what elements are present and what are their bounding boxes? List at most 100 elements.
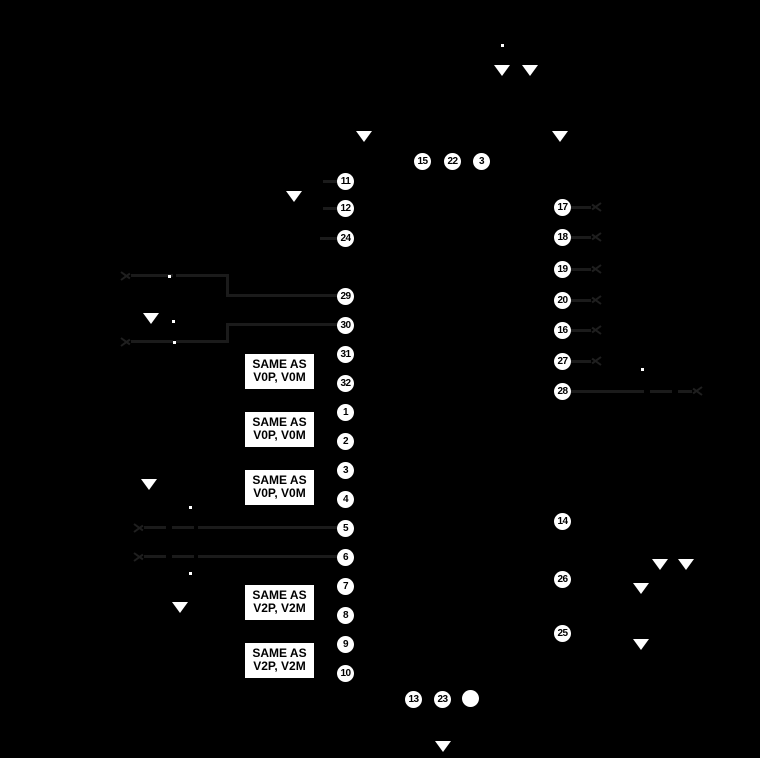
- wire-pin28-c: [678, 390, 692, 393]
- tri-bottom-icon: [435, 741, 451, 752]
- wire-pin28-b: [650, 390, 672, 393]
- connector-arrow-pin19: [585, 261, 602, 277]
- wire-pin-24: [320, 237, 337, 240]
- wire-pin6-c: [198, 555, 337, 558]
- reference-box-line2: V2P, V2M: [253, 659, 306, 673]
- pin-bubble-2[interactable]: 2: [337, 433, 354, 450]
- tri-left-lower-icon: [172, 602, 188, 613]
- connector-arrow-pin16: [585, 322, 602, 338]
- pin-bubble-18[interactable]: 18: [554, 229, 571, 246]
- reference-box-line1: SAME AS: [252, 588, 307, 602]
- pin-bubble-1[interactable]: 1: [337, 404, 354, 421]
- pin-bubble-30[interactable]: 30: [337, 317, 354, 334]
- wire-pin6-b: [172, 555, 194, 558]
- dot-28: [641, 368, 644, 371]
- wire-pin5-b: [172, 526, 194, 529]
- pin-bubble-3[interactable]: 3: [337, 462, 354, 479]
- wire-pin5-a: [144, 526, 166, 529]
- reference-box-line1: SAME AS: [252, 473, 307, 487]
- dot-30: [172, 320, 175, 323]
- wire-30-rise: [226, 323, 229, 343]
- reference-box-line2: V0P, V0M: [253, 486, 306, 500]
- wire-30-seg3: [226, 323, 337, 326]
- tri-right-b-icon: [678, 559, 694, 570]
- pin-bubble-25[interactable]: 25: [554, 625, 571, 642]
- reference-box-line2: V0P, V0M: [253, 428, 306, 442]
- pin-bubble-17[interactable]: 17: [554, 199, 571, 216]
- wire-30-seg2: [176, 340, 229, 343]
- pin-bubble-14[interactable]: 14: [554, 513, 571, 530]
- pin-bubble-29[interactable]: 29: [337, 288, 354, 305]
- pin-bubble-5[interactable]: 5: [337, 520, 354, 537]
- pin-bubble-10[interactable]: 10: [337, 665, 354, 682]
- wire-pin-12: [323, 207, 337, 210]
- pin-bubble-8[interactable]: 8: [337, 607, 354, 624]
- dot-29: [168, 275, 171, 278]
- pin-bubble-19[interactable]: 19: [554, 261, 571, 278]
- wire-pin-11: [323, 180, 337, 183]
- connector-arrow-pin17: [585, 199, 602, 215]
- pin-bubble-12[interactable]: 12: [337, 200, 354, 217]
- connector-arrow-pin28: [686, 383, 703, 399]
- dot-31: [173, 341, 176, 344]
- pin-bubble-top-15[interactable]: 15: [414, 153, 431, 170]
- wire-pin-19: [571, 268, 591, 271]
- wire-29-seg2: [176, 274, 229, 277]
- pin-bubble-4[interactable]: 4: [337, 491, 354, 508]
- tri-right-d-icon: [633, 639, 649, 650]
- wire-pin-27: [571, 360, 591, 363]
- pin-bubble-9[interactable]: 9: [337, 636, 354, 653]
- dot-mid-b: [189, 572, 192, 575]
- dot-mid-a: [189, 506, 192, 509]
- wire-29-seg1: [131, 274, 173, 277]
- pin-bubble-bottom-13[interactable]: 13: [405, 691, 422, 708]
- reference-box-line1: SAME AS: [252, 646, 307, 660]
- wire-30-seg1: [131, 340, 173, 343]
- tri-right-top-icon: [552, 131, 568, 142]
- pin-bubble-bottom-blank[interactable]: [462, 690, 479, 707]
- wire-pin-20: [571, 299, 591, 302]
- pin-bubble-16[interactable]: 16: [554, 322, 571, 339]
- tri-left-mid-icon: [141, 479, 157, 490]
- reference-box-line1: SAME AS: [252, 415, 307, 429]
- reference-box-line1: SAME AS: [252, 357, 307, 371]
- connector-arrow-pin27: [585, 353, 602, 369]
- wire-pin-17: [571, 206, 591, 209]
- pin-bubble-24[interactable]: 24: [337, 230, 354, 247]
- tri-top-a-icon: [494, 65, 510, 76]
- wire-29-seg3: [226, 294, 337, 297]
- pin-bubble-32[interactable]: 32: [337, 375, 354, 392]
- reference-box-line2: V2P, V2M: [253, 601, 306, 615]
- wire-pin5-c: [198, 526, 337, 529]
- reference-box-line2: V0P, V0M: [253, 370, 306, 384]
- tri-left-upper-icon: [286, 191, 302, 202]
- pin-bubble-31[interactable]: 31: [337, 346, 354, 363]
- pin-bubble-20[interactable]: 20: [554, 292, 571, 309]
- connector-arrow-pin18: [585, 229, 602, 245]
- wire-29-drop: [226, 274, 229, 296]
- connector-arrow-pin20: [585, 292, 602, 308]
- pin-bubble-11[interactable]: 11: [337, 173, 354, 190]
- pin-bubble-bottom-23[interactable]: 23: [434, 691, 451, 708]
- wire-pin6-a: [144, 555, 166, 558]
- pin-bubble-28[interactable]: 28: [554, 383, 571, 400]
- pin-bubble-26[interactable]: 26: [554, 571, 571, 588]
- wire-pin-16: [571, 329, 591, 332]
- tri-center-top-icon: [356, 131, 372, 142]
- tri-right-c-icon: [633, 583, 649, 594]
- dot-top: [501, 44, 504, 47]
- tri-top-b-icon: [522, 65, 538, 76]
- pin-bubble-6[interactable]: 6: [337, 549, 354, 566]
- wire-pin28-a: [571, 390, 644, 393]
- tri-right-a-icon: [652, 559, 668, 570]
- pin-bubble-7[interactable]: 7: [337, 578, 354, 595]
- pin-bubble-top-3[interactable]: 3: [473, 153, 490, 170]
- tri-left-29-icon: [143, 313, 159, 324]
- pin-bubble-27[interactable]: 27: [554, 353, 571, 370]
- pin-bubble-top-22[interactable]: 22: [444, 153, 461, 170]
